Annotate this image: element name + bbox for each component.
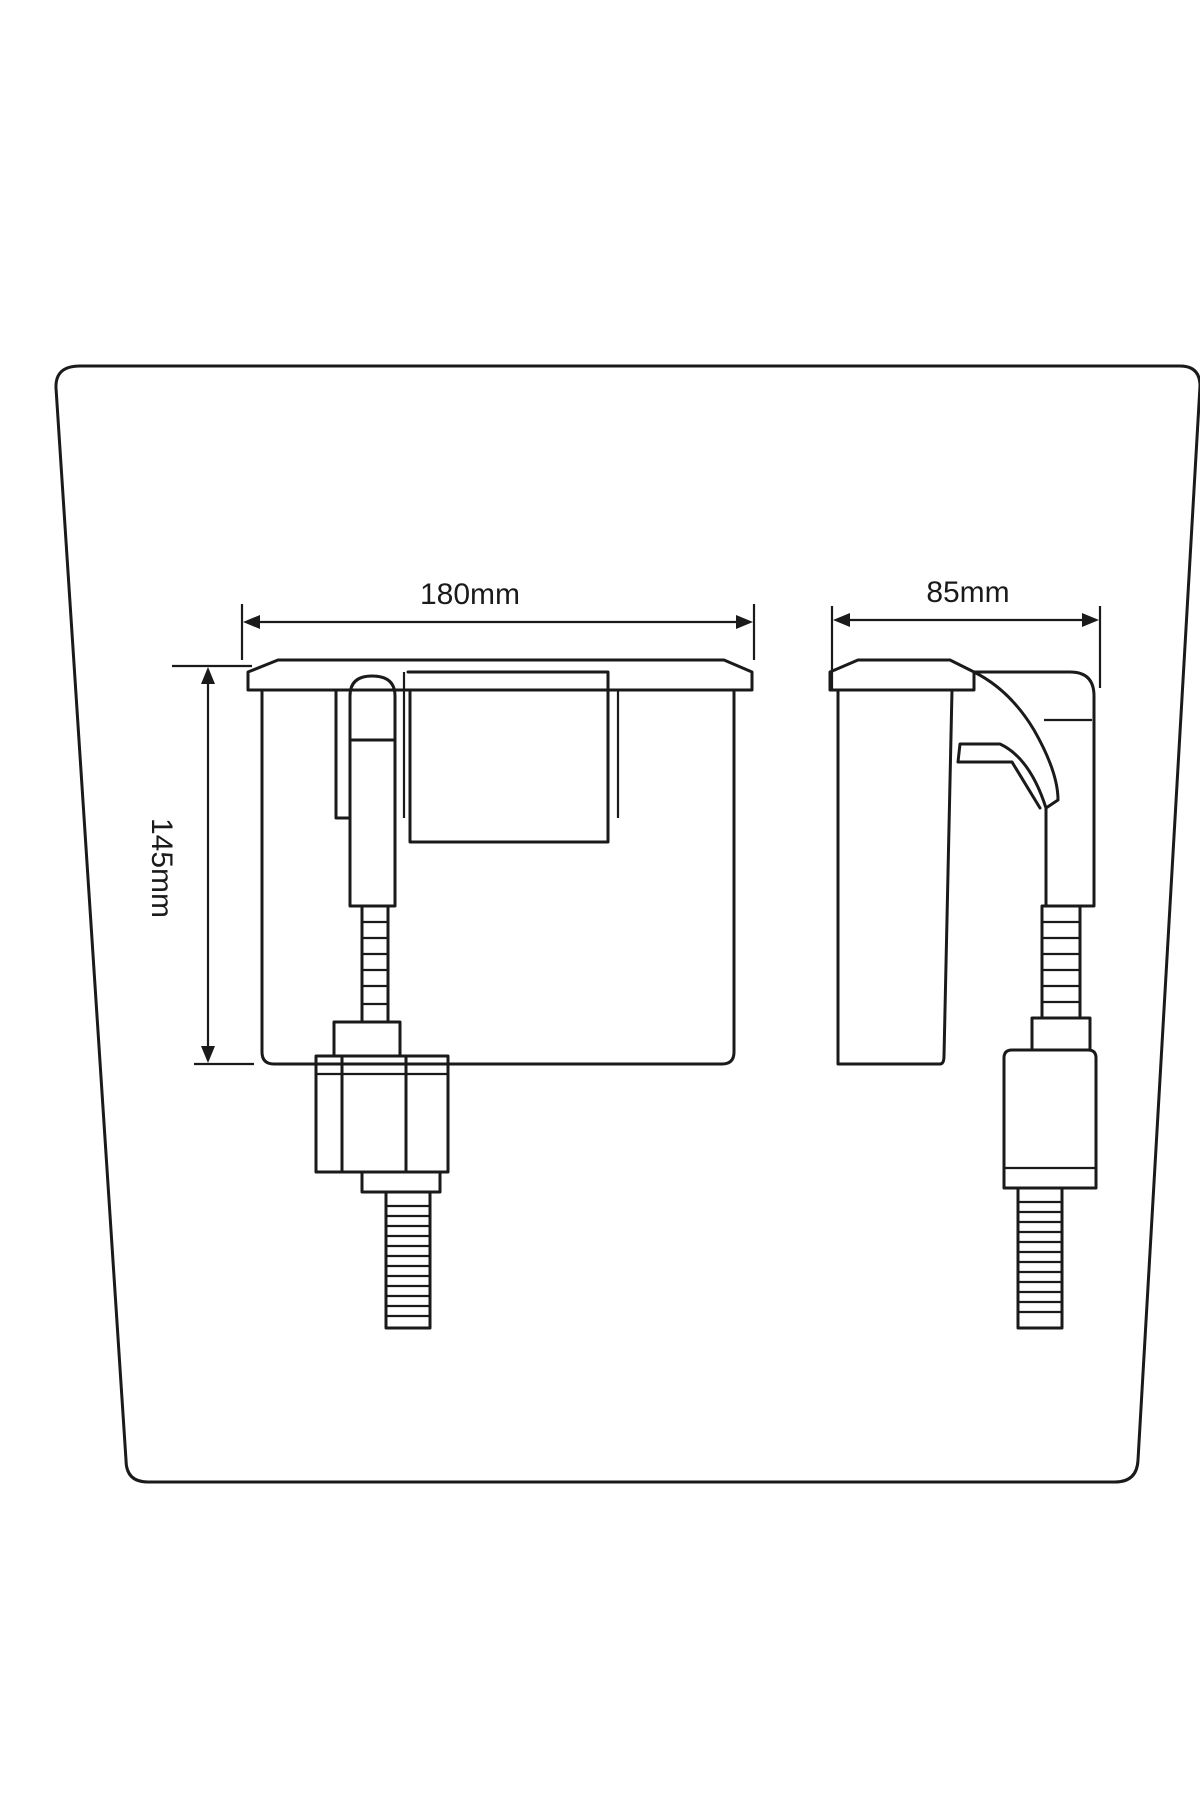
front-view: 180mm 145mm: [145, 578, 756, 1330]
depth-dimension: 85mm: [830, 576, 1102, 690]
side-ribbed-pipe: [1030, 904, 1092, 1052]
height-label: 145mm: [145, 818, 178, 918]
side-spout: [956, 670, 1060, 810]
side-tank: [836, 688, 954, 1066]
diagram-frame: [54, 364, 1200, 1484]
front-tank: [260, 688, 736, 1066]
side-pump: [1002, 1048, 1098, 1190]
front-ribbed-pipe: [360, 904, 390, 1024]
width-label: 180mm: [420, 578, 520, 611]
front-pump: [314, 1020, 450, 1194]
front-lid: [246, 658, 754, 692]
side-view: 85mm: [828, 576, 1102, 1330]
side-lid: [828, 658, 976, 692]
height-dimension: 145mm: [145, 664, 254, 1066]
width-dimension: 180mm: [240, 578, 756, 660]
filter-cartridge: [406, 670, 610, 844]
side-intake-strainer: [1016, 1186, 1064, 1330]
side-back-housing: [972, 670, 1096, 908]
front-intake-strainer: [384, 1190, 432, 1330]
intake-column: [334, 688, 350, 820]
depth-label: 85mm: [926, 576, 1009, 609]
